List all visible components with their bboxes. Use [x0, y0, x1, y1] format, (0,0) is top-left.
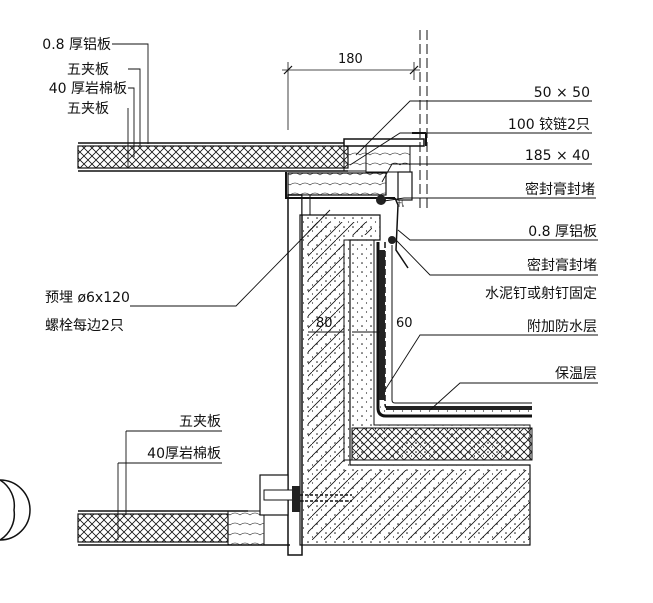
label-rockwool-top: 40 厚岩棉板 — [49, 80, 127, 97]
label-waterproof: 附加防水层 — [527, 319, 597, 335]
label-aluminum-right: 0.8 厚铝板 — [528, 224, 597, 240]
svg-text:卂: 卂 — [396, 199, 404, 208]
timber-curb: 卂 — [285, 171, 413, 556]
dimension-80-label: 80 — [316, 316, 333, 331]
label-plywood-top-2: 五夹板 — [67, 101, 109, 117]
label-plywood-top-1: 五夹板 — [67, 62, 109, 78]
label-rockwool-bottom: 40厚岩棉板 — [147, 445, 221, 462]
insulation-layer — [351, 427, 533, 461]
label-bolt-line2: 螺栓每边2只 — [45, 318, 124, 334]
label-insulation: 保温层 — [555, 366, 597, 382]
centerline — [419, 30, 428, 210]
label-sealant-2: 密封膏封堵 — [527, 257, 597, 274]
top-lid-panel — [77, 132, 427, 173]
label-nails: 水泥钉或射钉固定 — [485, 286, 597, 302]
concrete-upstand — [299, 214, 531, 546]
labels: 0.8 厚铝板 五夹板 40 厚岩棉板 五夹板 180 50 × 50 100 … — [42, 37, 597, 462]
bottom-wall-panel — [77, 474, 301, 546]
label-sealant-1: 密封膏封堵 — [525, 181, 595, 198]
label-plywood-bottom: 五夹板 — [179, 414, 221, 430]
label-bolt-line1: 预埋 ø6x120 — [45, 290, 130, 306]
label-batten: 50 × 50 — [534, 85, 590, 101]
label-aluminum-top: 0.8 厚铝板 — [42, 37, 111, 53]
dimension-180-label: 180 — [338, 52, 363, 67]
waterproof-layers — [376, 242, 532, 418]
dimension-60-label: 60 — [396, 316, 413, 331]
dimension-180 — [282, 62, 420, 130]
anchor-bolt — [292, 486, 352, 512]
label-timber: 185 × 40 — [525, 148, 590, 164]
leader-lines — [112, 43, 598, 540]
label-hinge: 100 铰链2只 — [508, 117, 590, 133]
detail-marker-circle — [0, 479, 31, 541]
label-underlines — [118, 430, 222, 464]
